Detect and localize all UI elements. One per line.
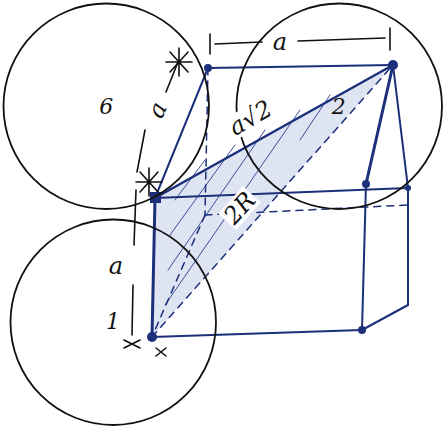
dimension-label: a (271, 30, 289, 54)
callout-number: 1 (9, 218, 217, 426)
callout-number: 6 (2, 2, 210, 210)
dimension-label: a (107, 254, 125, 278)
callout-circle: 1 (9, 218, 217, 426)
callout-circle: 6 (2, 2, 210, 210)
dimension-label: a (142, 97, 171, 124)
